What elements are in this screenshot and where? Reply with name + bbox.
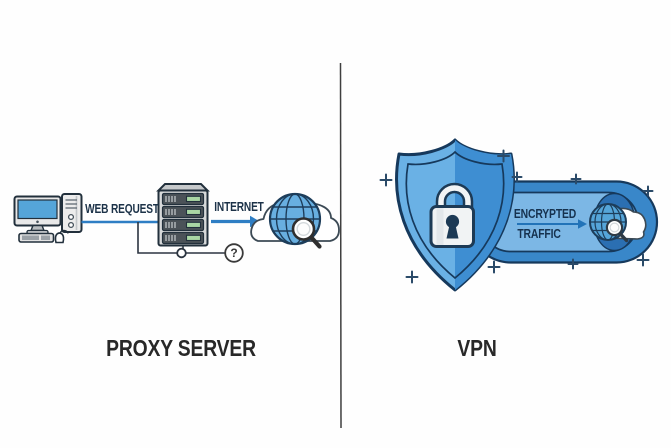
plus-icon — [570, 173, 582, 185]
shield-inner-line — [405, 150, 505, 280]
server-rack-icon — [156, 183, 210, 247]
plus-icon — [642, 185, 654, 197]
plus-sparkles — [379, 149, 654, 284]
question-circle — [224, 243, 244, 263]
encrypted-traffic-arrow — [517, 219, 587, 229]
magnifier-icon-small — [605, 218, 629, 243]
computer-monitor — [13, 195, 62, 235]
plus-icon — [379, 173, 393, 187]
internet-label: INTERNET — [214, 199, 264, 214]
divider-line — [339, 62, 342, 429]
plus-icon — [567, 258, 579, 270]
node-dot — [176, 247, 187, 259]
padlock-icon — [429, 182, 475, 248]
computer-keyboard — [18, 232, 55, 243]
internet-globe-left — [250, 192, 340, 249]
magnifier-icon — [291, 217, 322, 249]
plus-icon — [511, 171, 523, 183]
proxy-server-title: PROXY SERVER — [106, 335, 256, 361]
plus-icon — [405, 270, 419, 284]
vpn-title: VPN — [457, 335, 497, 361]
branch-line — [137, 222, 244, 263]
question-mark: ? — [230, 246, 238, 260]
desktop-computer-icon — [13, 193, 83, 244]
plus-icon — [497, 149, 510, 163]
shield-icon — [395, 138, 515, 292]
internet-globe-right — [589, 203, 647, 243]
computer-tower — [61, 193, 83, 233]
keyhole — [445, 214, 460, 229]
traffic-label: TRAFFIC — [517, 226, 561, 241]
plus-icon — [487, 260, 501, 274]
encrypted-label: ENCRYPTED — [513, 206, 577, 221]
plus-icon — [636, 253, 650, 267]
shield-dark-half — [455, 140, 514, 290]
computer-mouse — [54, 229, 69, 244]
server-units — [161, 192, 205, 245]
web-request-label: WEB REQUEST — [85, 201, 159, 216]
